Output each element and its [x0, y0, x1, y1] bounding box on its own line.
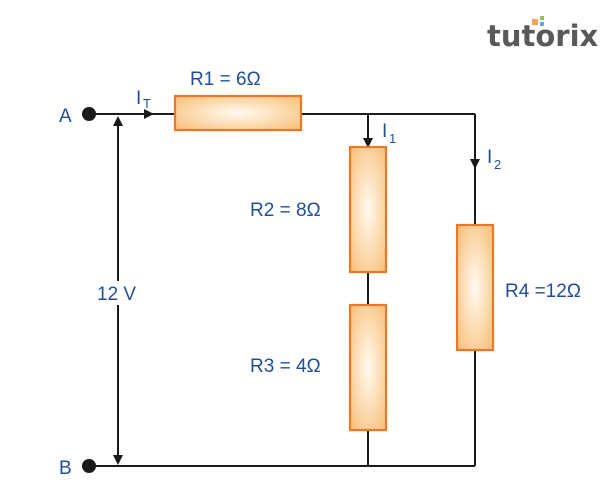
voltage-label-bg	[95, 281, 143, 305]
node-b-terminal	[82, 459, 96, 473]
current-total-label: I T	[136, 88, 151, 111]
logo-text: tutorix	[487, 19, 599, 53]
current-1-sub: 1	[389, 131, 396, 146]
wires	[89, 113, 476, 467]
resistor-r4	[455, 223, 495, 352]
current-2-label: I 2	[487, 147, 501, 172]
current-total-main: I	[136, 88, 141, 109]
resistor-r3-label: R3 = 4Ω	[250, 356, 321, 377]
logo-square-green	[540, 16, 544, 20]
resistor-r2	[348, 145, 388, 274]
node-a-terminal	[82, 107, 96, 121]
logo-square-orange	[532, 19, 538, 25]
resistor-r2-label: R2 = 8Ω	[250, 200, 321, 221]
current-total-sub: T	[143, 96, 151, 111]
node-b-label: B	[59, 458, 72, 479]
resistor-r4-label: R4 =12Ω	[505, 281, 581, 302]
current-1-main: I	[382, 121, 387, 142]
current-2-sub: 2	[494, 157, 501, 172]
node-a-label: A	[59, 106, 72, 127]
resistor-r1	[173, 94, 303, 132]
voltage-label: 12 V	[97, 284, 136, 305]
resistor-r1-label: R1 = 6Ω	[190, 69, 261, 90]
current-2-main: I	[487, 147, 492, 168]
current-1-label: I 1	[382, 121, 396, 146]
tutorix-logo: tutorix	[487, 16, 599, 53]
resistor-r3	[348, 303, 388, 432]
logo-square-blue	[540, 22, 544, 26]
